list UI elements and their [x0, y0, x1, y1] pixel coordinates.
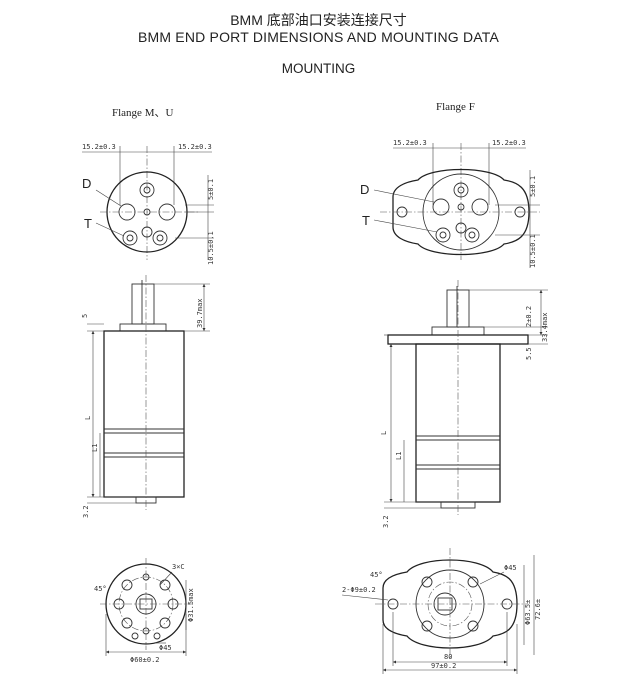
right-dim-15-2-a: 15.2±0.3	[393, 139, 427, 147]
left-top-dims: 15.2±0.3 15.2±0.3	[82, 143, 212, 260]
right-top-dims: 15.2±0.3 15.2±0.3	[393, 139, 526, 260]
left-flange-label: Flange M、U	[112, 107, 173, 119]
right-dim-15-2-b: 15.2±0.3	[492, 139, 526, 147]
left-dim-l1: L1	[91, 444, 99, 452]
left-dim-3xc: 3×C	[172, 563, 185, 571]
left-view-group: Flange M、U 15.2±0.3 15.2±0.3 D T	[81, 107, 215, 664]
right-dim-phi45: Φ45	[504, 564, 517, 572]
left-port-d: D	[82, 176, 91, 191]
right-dim-72-6: 72.6±	[534, 599, 542, 620]
right-dim-5-5: 5.5	[525, 347, 533, 360]
left-port-t: T	[84, 216, 92, 231]
right-port-d: D	[360, 182, 369, 197]
right-dim-l1: L1	[395, 452, 403, 460]
right-dim-80: 80	[444, 653, 452, 661]
right-dim-3-2: 3.2	[382, 515, 390, 528]
right-dim-33-4: 33.4max	[541, 312, 549, 342]
right-dim-10-5: 10.5±0.1	[529, 234, 537, 268]
right-port-t: T	[362, 213, 370, 228]
left-end-view: D T 5±0.1 10.5±0.1	[82, 171, 215, 265]
right-dim-2-phi9: 2-Φ9±0.2	[342, 586, 376, 594]
left-dim-10-5: 10.5±0.1	[207, 231, 215, 265]
left-dim-45deg: 45°	[94, 585, 107, 593]
left-bottom-view: 3×C 45° Φ31.5max Φ45 Φ60±0.2	[94, 558, 195, 664]
left-dim-phi31-5: Φ31.5max	[187, 588, 195, 622]
left-dim-15-2-a: 15.2±0.3	[82, 143, 116, 151]
right-end-view: D T 5±0.1 10.5±0.1	[360, 168, 540, 268]
right-dim-2: 2±0.2	[525, 306, 533, 327]
left-dim-5: 5±0.1	[207, 179, 215, 200]
title-english: BMM END PORT DIMENSIONS AND MOUNTING DAT…	[137, 29, 500, 45]
right-side-view: L L1 3.2 2±0.2 33.4max 5.5	[380, 280, 549, 528]
left-dim-l: L	[84, 416, 92, 420]
right-dim-5: 5±0.1	[529, 176, 537, 197]
left-dim-15-2-b: 15.2±0.3	[178, 143, 212, 151]
left-dim-39-7: 39.7max	[196, 298, 204, 328]
right-bottom-view: 45° 2-Φ9±0.2 Φ45 Φ63.5± 72.6± 80 97±0.2	[341, 548, 542, 674]
left-dim-phi60: Φ60±0.2	[130, 656, 160, 664]
section-title: MOUNTING	[281, 61, 356, 76]
left-dim-5-side: 5	[81, 314, 89, 318]
right-view-group: Flange F 15.2±0.3 15.2±0.3 D T	[341, 101, 549, 674]
right-dim-l: L	[380, 431, 388, 435]
left-dim-phi45: Φ45	[159, 644, 172, 652]
right-dim-45deg: 45°	[370, 571, 383, 579]
title-chinese: BMM 底部油口安装连接尺寸	[230, 12, 407, 28]
right-dim-97: 97±0.2	[431, 662, 456, 670]
left-dim-3-2: 3.2	[82, 505, 90, 518]
right-flange-label: Flange F	[436, 101, 475, 113]
left-side-view: 5 L L1 3.2 39.7max	[81, 275, 210, 518]
right-dim-phi63-5: Φ63.5±	[524, 600, 532, 625]
